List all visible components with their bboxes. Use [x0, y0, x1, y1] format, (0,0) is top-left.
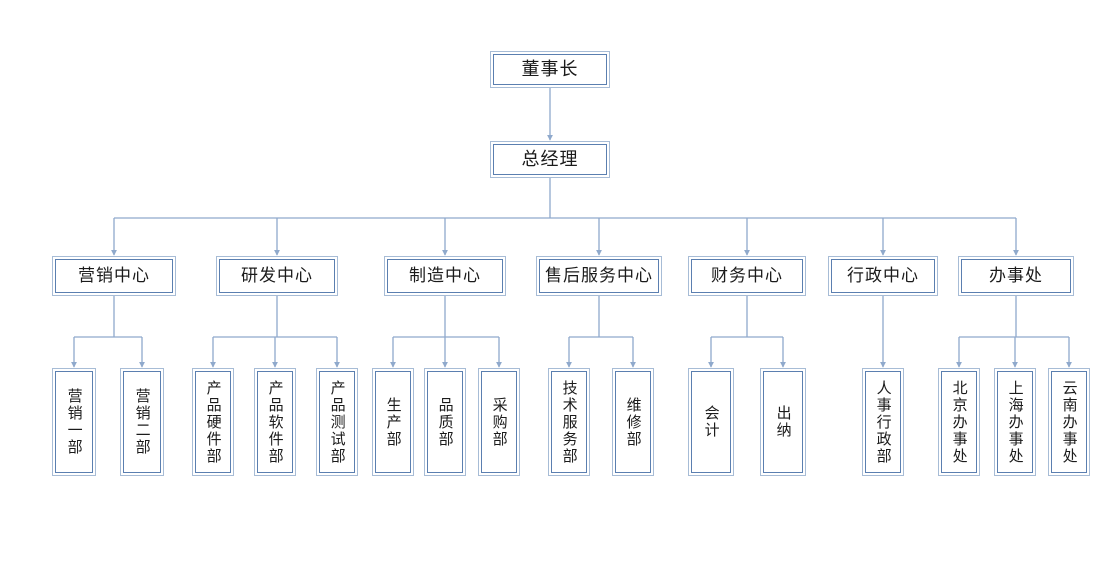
org-node-label-marketing-dept-1: 营销一部: [55, 371, 93, 473]
org-node-hr-admin-dept[interactable]: 人事行政部: [862, 368, 904, 476]
org-node-label-hr-admin-dept: 人事行政部: [865, 371, 901, 473]
org-node-purchasing-dept[interactable]: 采购部: [478, 368, 520, 476]
org-node-product-hardware-dept[interactable]: 产品硬件部: [192, 368, 234, 476]
org-node-finance-center[interactable]: 财务中心: [688, 256, 806, 296]
org-node-label-admin-center: 行政中心: [831, 259, 935, 293]
org-node-label-accountant: 会计: [691, 371, 731, 473]
org-node-label-production-dept: 生产部: [375, 371, 411, 473]
org-node-label-chairman: 董事长: [493, 54, 607, 85]
org-node-aftersales-center[interactable]: 售后服务中心: [536, 256, 662, 296]
org-node-cashier[interactable]: 出纳: [760, 368, 806, 476]
org-node-label-yunnan-office: 云南办事处: [1051, 371, 1087, 473]
org-node-branch-offices[interactable]: 办事处: [958, 256, 1074, 296]
org-node-label-shanghai-office: 上海办事处: [997, 371, 1033, 473]
org-node-label-branch-offices: 办事处: [961, 259, 1071, 293]
org-node-product-test-dept[interactable]: 产品测试部: [316, 368, 358, 476]
org-node-general-manager[interactable]: 总经理: [490, 141, 610, 178]
org-node-label-marketing-center: 营销中心: [55, 259, 173, 293]
org-node-shanghai-office[interactable]: 上海办事处: [994, 368, 1036, 476]
org-node-admin-center[interactable]: 行政中心: [828, 256, 938, 296]
org-node-label-general-manager: 总经理: [493, 144, 607, 175]
org-node-label-finance-center: 财务中心: [691, 259, 803, 293]
org-node-label-product-software-dept: 产品软件部: [257, 371, 293, 473]
org-node-repair-dept[interactable]: 维修部: [612, 368, 654, 476]
org-node-label-rd-center: 研发中心: [219, 259, 335, 293]
org-node-label-product-hardware-dept: 产品硬件部: [195, 371, 231, 473]
org-node-label-marketing-dept-2: 营销二部: [123, 371, 161, 473]
org-node-label-repair-dept: 维修部: [615, 371, 651, 473]
org-node-marketing-dept-1[interactable]: 营销一部: [52, 368, 96, 476]
org-node-quality-dept[interactable]: 品质部: [424, 368, 466, 476]
org-node-label-tech-service-dept: 技术服务部: [551, 371, 587, 473]
org-node-tech-service-dept[interactable]: 技术服务部: [548, 368, 590, 476]
org-node-label-beijing-office: 北京办事处: [941, 371, 977, 473]
org-node-rd-center[interactable]: 研发中心: [216, 256, 338, 296]
org-node-label-product-test-dept: 产品测试部: [319, 371, 355, 473]
org-node-accountant[interactable]: 会计: [688, 368, 734, 476]
org-node-production-dept[interactable]: 生产部: [372, 368, 414, 476]
org-node-label-cashier: 出纳: [763, 371, 803, 473]
org-node-label-purchasing-dept: 采购部: [481, 371, 517, 473]
org-node-manufacturing-center[interactable]: 制造中心: [384, 256, 506, 296]
org-node-chairman[interactable]: 董事长: [490, 51, 610, 88]
org-node-product-software-dept[interactable]: 产品软件部: [254, 368, 296, 476]
org-node-label-aftersales-center: 售后服务中心: [539, 259, 659, 293]
org-node-label-quality-dept: 品质部: [427, 371, 463, 473]
org-node-yunnan-office[interactable]: 云南办事处: [1048, 368, 1090, 476]
org-node-marketing-dept-2[interactable]: 营销二部: [120, 368, 164, 476]
org-node-beijing-office[interactable]: 北京办事处: [938, 368, 980, 476]
org-node-marketing-center[interactable]: 营销中心: [52, 256, 176, 296]
org-node-label-manufacturing-center: 制造中心: [387, 259, 503, 293]
